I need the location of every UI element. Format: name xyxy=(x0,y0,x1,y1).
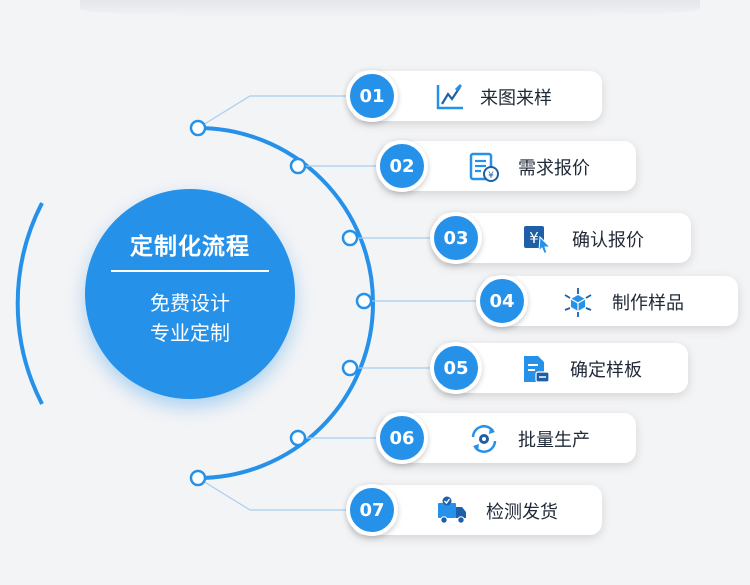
delivery-truck-icon xyxy=(436,495,468,527)
step-label-06: 批量生产 xyxy=(518,430,590,451)
center-subtitle-1: 免费设计 xyxy=(150,291,230,315)
step-label-01: 来图来样 xyxy=(480,88,552,109)
step-label-02: 需求报价 xyxy=(518,158,590,179)
step-card-07: 07 检测发货 xyxy=(346,484,602,536)
step-label-03: 确认报价 xyxy=(572,230,644,251)
step-number-05: 05 xyxy=(430,342,482,394)
connector-line-1 xyxy=(197,95,352,129)
step-card-04: 04 制作样品 xyxy=(476,275,738,327)
step-number-06: 06 xyxy=(376,412,428,464)
drawing-icon xyxy=(434,81,466,113)
step-number-07: 07 xyxy=(346,484,398,536)
yen-click-icon: ¥ xyxy=(522,223,554,255)
center-subtitle-2: 专业定制 xyxy=(150,321,230,345)
arc-node-7 xyxy=(189,469,207,487)
arc-node-4 xyxy=(355,292,373,310)
step-card-06: 06 批量生产 xyxy=(376,412,636,464)
arc-node-5 xyxy=(341,359,359,377)
step-label-05: 确定样板 xyxy=(570,360,642,381)
arc-node-2 xyxy=(289,157,307,175)
step-card-01: 01 来图来样 xyxy=(346,70,602,122)
svg-text:¥: ¥ xyxy=(488,171,494,181)
step-number-04: 04 xyxy=(476,275,528,327)
center-circle: 定制化流程 免费设计 专业定制 xyxy=(85,189,295,399)
arc-node-6 xyxy=(289,429,307,447)
arc-node-3 xyxy=(341,229,359,247)
center-title: 定制化流程 xyxy=(130,234,250,260)
step-label-04: 制作样品 xyxy=(612,293,684,314)
main-arc xyxy=(197,126,375,480)
sample-board-icon xyxy=(520,353,552,385)
quote-document-icon: ¥ xyxy=(468,151,500,183)
step-number-02: 02 xyxy=(376,140,428,192)
center-divider xyxy=(111,270,269,272)
arc-node-1 xyxy=(189,119,207,137)
step-card-02: 02 ¥ 需求报价 xyxy=(376,140,636,192)
step-number-03: 03 xyxy=(430,212,482,264)
step-card-03: 03 ¥ 确认报价 xyxy=(430,212,691,264)
cube-network-icon xyxy=(562,286,594,318)
top-shadow xyxy=(80,0,700,18)
production-cycle-icon xyxy=(468,423,500,455)
step-label-07: 检测发货 xyxy=(486,502,558,523)
connector-line-7 xyxy=(197,477,352,511)
step-number-01: 01 xyxy=(346,70,398,122)
svg-text:¥: ¥ xyxy=(529,229,539,247)
step-card-05: 05 确定样板 xyxy=(430,342,688,394)
left-arc xyxy=(15,202,44,405)
